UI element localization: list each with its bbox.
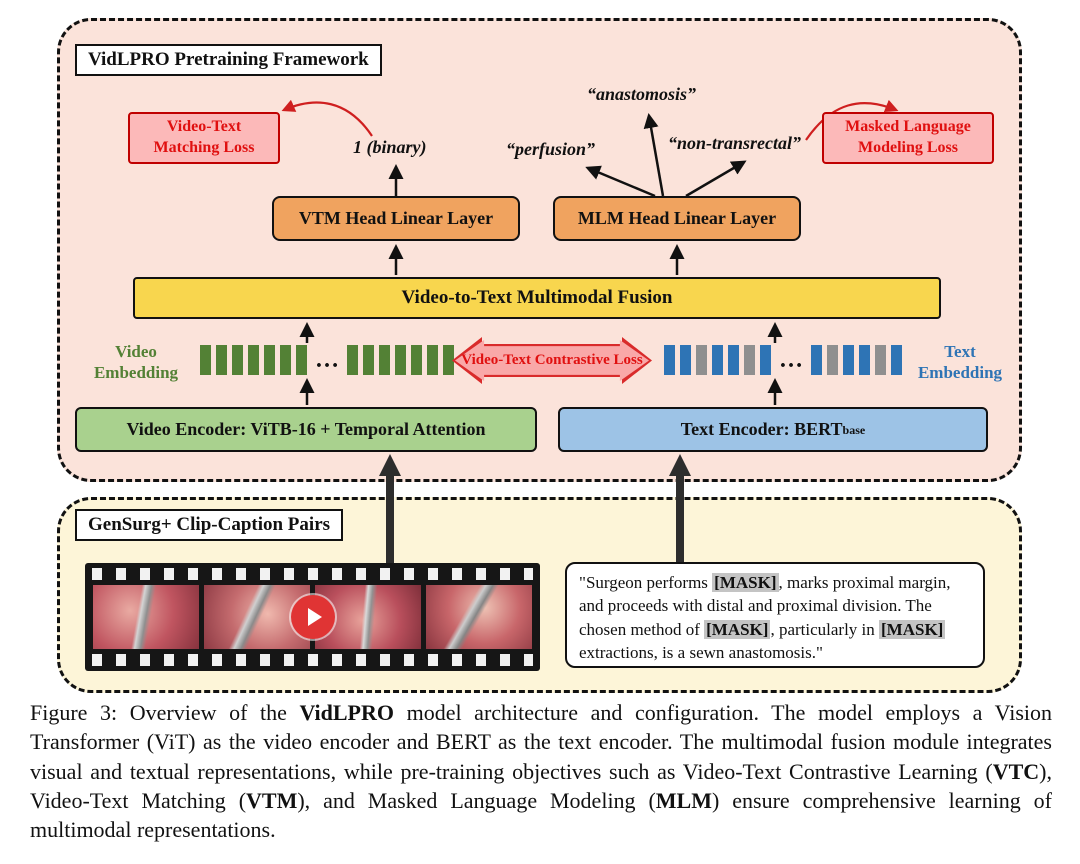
embedding-token-blue xyxy=(859,345,870,375)
embedding-token-green xyxy=(216,345,227,375)
video-encoder-box: Video Encoder: ViTB-16 + Temporal Attent… xyxy=(75,407,537,452)
caption-bold-vtc: VTC xyxy=(992,758,1040,784)
embedding-token-blue xyxy=(843,345,854,375)
text-token-group-left xyxy=(664,345,771,375)
filmstrip-sprockets-bottom xyxy=(92,654,533,666)
embedding-token-gray xyxy=(827,345,838,375)
video-frame xyxy=(315,585,421,649)
predicted-word-perfusion: “perfusion” xyxy=(506,139,596,159)
caption-bold-vtm: VTM xyxy=(246,787,298,813)
embedding-token-green xyxy=(248,345,259,375)
embedding-token-blue xyxy=(811,345,822,375)
caption-bold-vidlpro: VidLPRO xyxy=(299,700,394,725)
predicted-word-anastomosis: “anastomosis” xyxy=(587,84,697,104)
video-frame xyxy=(426,585,532,649)
binary-output-label: 1 (binary) xyxy=(353,137,427,157)
contrastive-loss-label: Video-Text Contrastive Loss xyxy=(461,351,643,368)
embedding-token-gray xyxy=(744,345,755,375)
figure-caption: Figure 3: Overview of the VidLPRO model … xyxy=(30,698,1052,844)
embedding-token-green xyxy=(200,345,211,375)
embedding-token-green xyxy=(411,345,422,375)
mask-token: [MASK] xyxy=(704,619,771,639)
caption-segment: , marks proximal margin, and proceeds wi… xyxy=(579,573,951,639)
caption-text: ), Video-Text Matching ( xyxy=(30,758,1052,813)
video-embedding-label: Video Embedding xyxy=(93,342,179,383)
embedding-token-gray xyxy=(696,345,707,375)
ellipsis: … xyxy=(315,347,339,373)
embedding-token-blue xyxy=(728,345,739,375)
caption-text: ), and Masked Language Modeling ( xyxy=(297,787,656,813)
text-token-group-right xyxy=(811,345,902,375)
embedding-token-green xyxy=(264,345,275,375)
embedding-token-gray xyxy=(875,345,886,375)
embedding-token-green xyxy=(395,345,406,375)
mlm-head-box: MLM Head Linear Layer xyxy=(553,196,801,241)
double-arrow-fill xyxy=(455,340,649,381)
embedding-token-green xyxy=(443,345,454,375)
embedding-token-green xyxy=(427,345,438,375)
surgical-video-filmstrip xyxy=(85,563,540,671)
embedding-token-blue xyxy=(664,345,675,375)
ellipsis: … xyxy=(779,347,803,373)
embedding-token-green xyxy=(379,345,390,375)
pairs-title: GenSurg+ Clip-Caption Pairs xyxy=(75,509,344,541)
framework-title: VidLPRO Pretraining Framework xyxy=(75,44,382,76)
caption-bold-mlm: MLM xyxy=(655,787,712,813)
embedding-token-blue xyxy=(712,345,723,375)
caption-segment: extractions, is a sewn anastomosis." xyxy=(579,643,823,663)
mask-token: [MASK] xyxy=(712,573,779,592)
caption-text: Figure 3: Overview of the xyxy=(30,700,300,725)
embedding-token-green xyxy=(347,345,358,375)
predicted-word-non-transrectal: “non-transrectal” xyxy=(668,133,802,153)
caption-text: model architecture and configuration. Th… xyxy=(30,700,1052,784)
mlm-loss-box: Masked Language Modeling Loss xyxy=(822,112,994,164)
embedding-token-green xyxy=(363,345,374,375)
play-button-icon xyxy=(290,595,335,639)
filmstrip-frames xyxy=(93,585,532,649)
embedding-token-green xyxy=(296,345,307,375)
embedding-token-blue xyxy=(760,345,771,375)
text-embedding-tokens: … xyxy=(664,344,902,376)
filmstrip-sprockets-top xyxy=(92,568,533,580)
play-triangle-icon xyxy=(307,608,322,626)
mask-token: [MASK] xyxy=(879,619,946,639)
video-token-group-right xyxy=(347,345,454,375)
video-token-group-left xyxy=(200,345,307,375)
vtm-head-box: VTM Head Linear Layer xyxy=(272,196,520,241)
text-embedding-label: Text Embedding xyxy=(917,342,1003,383)
vtm-loss-box: Video-Text Matching Loss xyxy=(128,112,280,164)
clip-caption-text: "Surgeon performs [MASK], marks proximal… xyxy=(565,562,985,668)
multimodal-fusion-box: Video-to-Text Multimodal Fusion xyxy=(133,277,941,319)
text-encoder-label: Text Encoder: BERT xyxy=(680,419,843,439)
contrastive-loss-arrow: Video-Text Contrastive Loss xyxy=(452,337,652,384)
caption-segment: "Surgeon performs xyxy=(579,573,713,592)
embedding-token-green xyxy=(232,345,243,375)
pretraining-framework-container xyxy=(57,18,1022,482)
video-embedding-tokens: … xyxy=(200,344,454,376)
embedding-token-blue xyxy=(891,345,902,375)
embedding-token-blue xyxy=(680,345,691,375)
video-frame xyxy=(93,585,199,649)
caption-segment: , particularly in xyxy=(770,619,880,639)
caption-text: ) ensure comprehensive learning of multi… xyxy=(30,787,1052,842)
embedding-token-green xyxy=(280,345,291,375)
